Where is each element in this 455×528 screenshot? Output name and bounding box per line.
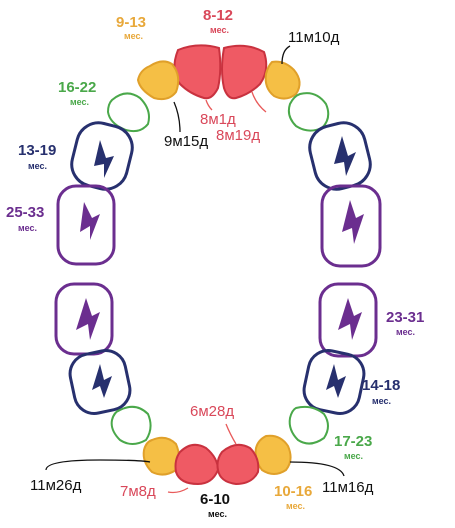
line-upper-central-left bbox=[205, 99, 213, 111]
lower-canine-left bbox=[110, 405, 152, 445]
upper-second-molar-right-mark bbox=[342, 200, 364, 244]
upper-first-molar-left-mark bbox=[94, 140, 114, 178]
lower-lateral-unit: мес. bbox=[286, 501, 306, 511]
lower-second-molar-left-mark bbox=[76, 298, 100, 340]
upper-canine-left bbox=[106, 92, 150, 133]
lower-note-central-top: 6м28д bbox=[190, 403, 235, 420]
lower-canine-right bbox=[288, 405, 329, 445]
lower-first-molar-right-mark bbox=[326, 364, 346, 398]
upper-second-molar-right bbox=[320, 184, 382, 268]
upper-lateral-incisor-left bbox=[136, 60, 180, 101]
line-upper-central-right bbox=[251, 91, 267, 113]
lower-central-range: 6-10 bbox=[200, 491, 231, 508]
upper-second-molar-left bbox=[56, 184, 116, 266]
lower-lateral-range: 10-16 bbox=[274, 483, 313, 500]
line-upper-left-lateral bbox=[173, 101, 181, 133]
upper-first-molar-unit: мес. bbox=[28, 161, 48, 171]
upper-first-molar-right-mark bbox=[334, 136, 356, 176]
lower-first-molar-left-mark bbox=[92, 364, 112, 398]
upper-note-central-left: 8м1д bbox=[200, 111, 236, 128]
upper-lateral-unit: мес. bbox=[124, 31, 144, 41]
upper-second-molar-unit: мес. bbox=[18, 223, 38, 233]
line-lower-central-left bbox=[167, 487, 189, 494]
upper-central-unit: мес. bbox=[210, 25, 230, 35]
lower-note-right-lateral: 11м16д bbox=[322, 479, 374, 496]
lower-central-incisor-left bbox=[174, 443, 220, 486]
upper-second-molar-range: 25-33 bbox=[6, 204, 45, 221]
upper-first-molar-range: 13-19 bbox=[18, 142, 57, 159]
lower-first-molar-range: 14-18 bbox=[362, 377, 401, 394]
upper-lateral-range: 9-13 bbox=[116, 14, 147, 31]
upper-note-left-lateral: 9м15д bbox=[164, 133, 209, 150]
upper-central-range: 8-12 bbox=[203, 7, 234, 24]
line-lower-right-lateral bbox=[289, 461, 345, 477]
upper-canine-unit: мес. bbox=[70, 97, 90, 107]
lower-canine-unit: мес. bbox=[344, 451, 364, 461]
lower-central-incisor-right bbox=[216, 443, 260, 486]
lower-central-unit: мес. bbox=[208, 509, 228, 519]
line-upper-right-lateral bbox=[281, 45, 291, 65]
upper-canine-right bbox=[287, 92, 330, 132]
upper-second-molar-left-mark bbox=[80, 202, 100, 240]
upper-lateral-incisor-right bbox=[264, 60, 301, 100]
upper-central-incisor-right bbox=[221, 44, 268, 100]
upper-note-central-right: 8м19д bbox=[216, 127, 261, 144]
lower-canine-range: 17-23 bbox=[334, 433, 373, 450]
lower-first-molar-right bbox=[302, 349, 366, 415]
lower-second-molar-unit: мес. bbox=[396, 327, 416, 337]
lower-second-molar-right-mark bbox=[338, 298, 362, 340]
lower-first-molar-unit: мес. bbox=[372, 396, 392, 406]
line-lower-central-top bbox=[225, 423, 237, 445]
lower-first-molar-left bbox=[68, 349, 132, 415]
upper-central-incisor-left bbox=[173, 44, 222, 100]
upper-canine-range: 16-22 bbox=[58, 79, 97, 96]
lower-note-central-left: 7м8д bbox=[120, 483, 156, 500]
lower-lateral-incisor-right bbox=[254, 434, 292, 475]
lower-second-molar-range: 23-31 bbox=[386, 309, 425, 326]
line-lower-left-lateral bbox=[45, 459, 151, 471]
lower-note-left-lateral: 11м26д bbox=[30, 477, 82, 494]
lower-lateral-incisor-left bbox=[142, 436, 180, 476]
upper-note-right-lateral: 11м10д bbox=[288, 29, 340, 46]
lower-second-molar-right bbox=[318, 282, 378, 358]
